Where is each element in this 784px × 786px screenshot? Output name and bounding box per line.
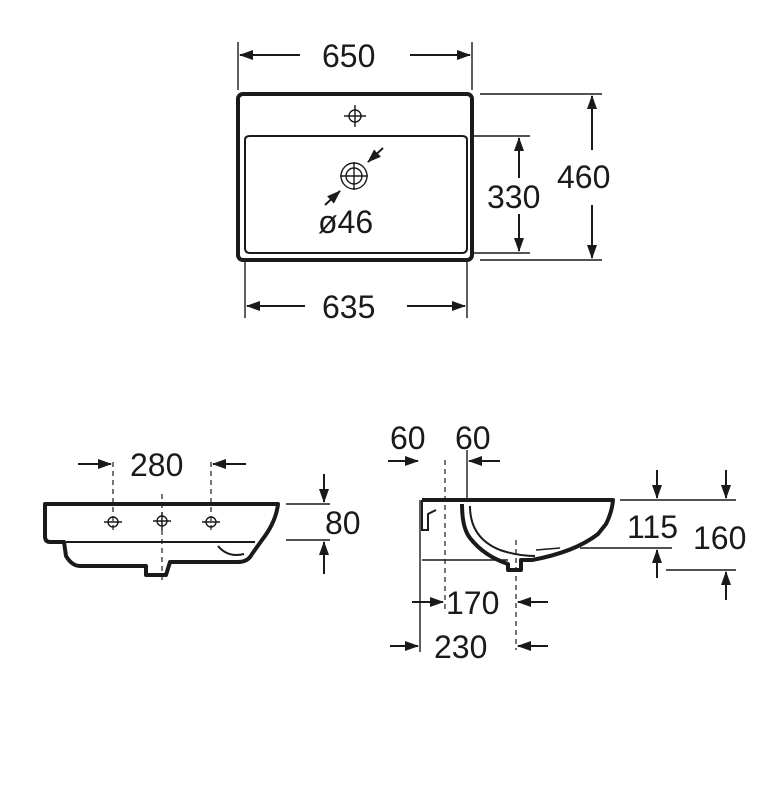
svg-text:330: 330 — [487, 179, 540, 215]
svg-text:60: 60 — [455, 420, 491, 456]
dimension-635: 635 — [244, 262, 468, 325]
svg-text:460: 460 — [557, 159, 610, 195]
drain-icon — [324, 147, 384, 206]
svg-text:60: 60 — [390, 420, 426, 456]
dimension-280: 280 — [78, 447, 246, 483]
tap-hole-icon — [344, 105, 366, 127]
top-view: ø46 650 635 330 — [236, 38, 610, 325]
svg-text:160: 160 — [693, 520, 746, 556]
dimension-650: 650 — [237, 38, 473, 90]
dimension-330: 330 — [472, 135, 540, 254]
svg-text:635: 635 — [322, 289, 375, 325]
side-view: 60 60 115 160 170 230 — [388, 420, 746, 665]
dimension-115: 115 — [580, 470, 678, 578]
svg-text:650: 650 — [322, 38, 375, 74]
bowl-outline-top — [244, 135, 468, 254]
basin-outline-top — [236, 92, 474, 262]
dimension-160: 160 — [666, 470, 746, 600]
dimension-80: 80 — [286, 474, 361, 574]
dimension-60-60: 60 60 — [388, 420, 500, 466]
svg-text:230: 230 — [434, 629, 487, 665]
basin-outline-side — [422, 498, 615, 572]
drain-diameter-label: ø46 — [318, 204, 373, 240]
svg-text:170: 170 — [446, 585, 499, 621]
dimension-230: 230 — [390, 629, 548, 665]
svg-text:80: 80 — [325, 505, 361, 541]
svg-text:280: 280 — [130, 447, 183, 483]
dimension-170: 170 — [412, 585, 548, 621]
dimension-460: 460 — [480, 93, 610, 261]
svg-text:115: 115 — [627, 509, 678, 545]
front-view: 280 80 — [43, 447, 361, 584]
basin-outline-front — [43, 502, 280, 577]
